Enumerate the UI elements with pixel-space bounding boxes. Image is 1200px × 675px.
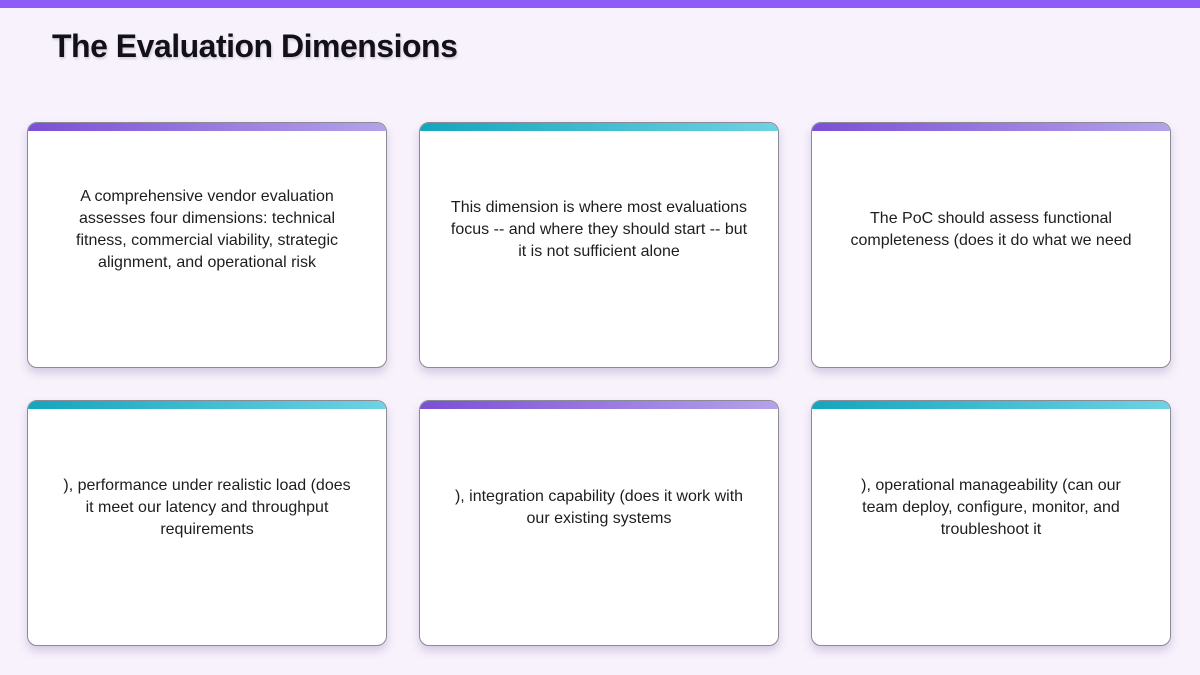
card-accent-strip bbox=[420, 401, 778, 409]
card-accent-strip bbox=[28, 401, 386, 409]
card-text: ), performance under realistic load (doe… bbox=[63, 477, 351, 538]
card-overview: A comprehensive vendor evaluation assess… bbox=[27, 122, 387, 368]
card-dimension-focus: This dimension is where most evaluations… bbox=[419, 122, 779, 368]
card-text: This dimension is where most evaluations… bbox=[450, 199, 748, 260]
top-accent-bar bbox=[0, 0, 1200, 8]
card-accent-strip bbox=[812, 401, 1170, 409]
card-text: A comprehensive vendor evaluation assess… bbox=[76, 188, 338, 271]
cards-grid: A comprehensive vendor evaluation assess… bbox=[27, 122, 1171, 646]
card-accent-strip bbox=[28, 123, 386, 131]
card-integration: ), integration capability (does it work … bbox=[419, 400, 779, 646]
card-text: The PoC should assess functional complet… bbox=[850, 210, 1132, 249]
card-text: ), operational manageability (can our te… bbox=[861, 477, 1121, 538]
page-title: The Evaluation Dimensions bbox=[52, 28, 458, 64]
card-accent-strip bbox=[420, 123, 778, 131]
card-functional-completeness: The PoC should assess functional complet… bbox=[811, 122, 1171, 368]
card-performance: ), performance under realistic load (doe… bbox=[27, 400, 387, 646]
card-text: ), integration capability (does it work … bbox=[454, 488, 744, 527]
card-accent-strip bbox=[812, 123, 1170, 131]
card-operational-manageability: ), operational manageability (can our te… bbox=[811, 400, 1171, 646]
